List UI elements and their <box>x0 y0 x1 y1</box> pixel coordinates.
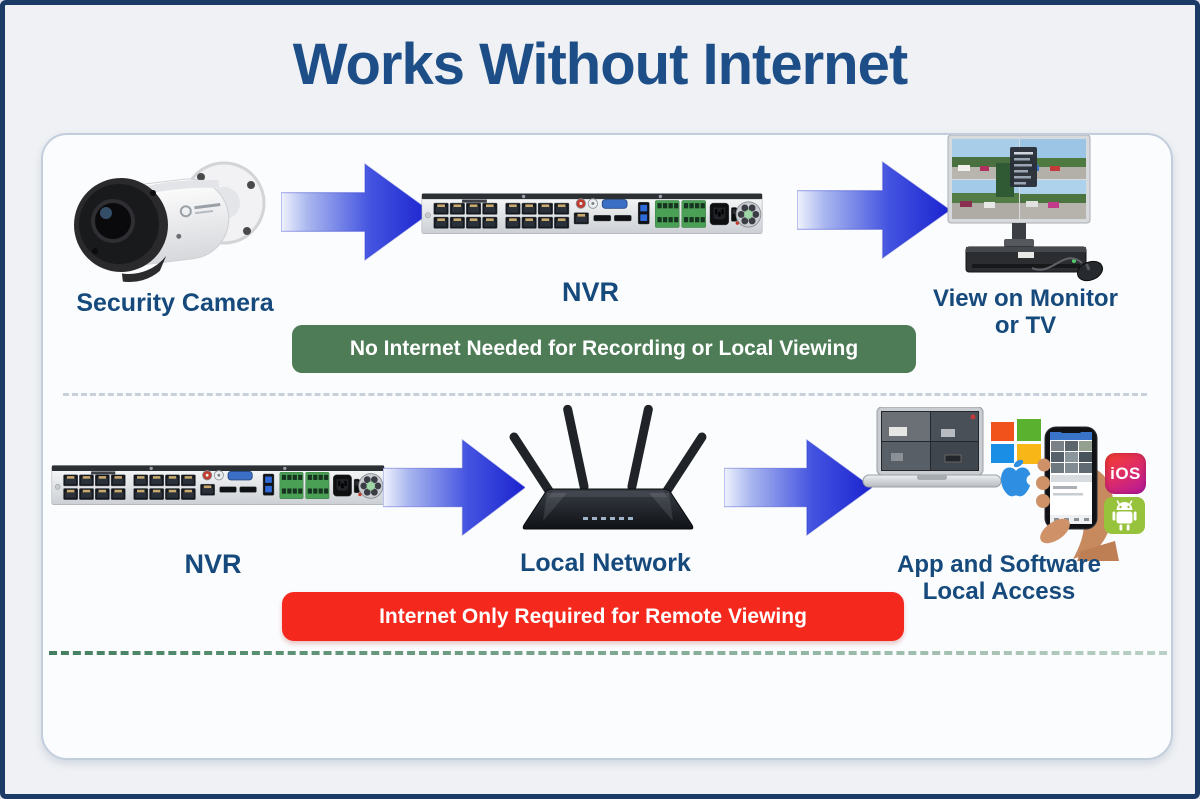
arrow-right-icon <box>281 163 431 261</box>
nvr-label-row2: NVR <box>184 549 242 579</box>
nvr-rear-panel-image <box>421 190 763 238</box>
arrow-right-icon <box>724 439 872 536</box>
no-internet-banner: No Internet Needed for Recording or Loca… <box>292 325 916 373</box>
windows-logo-icon <box>991 419 1041 464</box>
app-access-label: App and Software Local Access <box>873 551 1125 606</box>
android-badge-icon <box>1104 497 1145 534</box>
laptop-image <box>862 407 1002 488</box>
phone-in-hand-image <box>1036 426 1119 561</box>
app-access-label-line1: App and Software <box>896 551 1101 578</box>
router-image <box>509 404 707 530</box>
monitor-label-line2: or TV <box>994 312 1057 340</box>
arrow-right-icon <box>797 161 950 259</box>
monitor-label-line1: View on Monitor <box>933 285 1118 312</box>
ios-badge-icon: iOS <box>1105 453 1146 494</box>
app-access-label-line2: Local Access <box>922 578 1076 606</box>
apple-logo-icon <box>1000 459 1035 497</box>
bottom-divider-dashed <box>49 651 1167 655</box>
row-divider-dashed <box>63 393 1147 396</box>
page-title: Works Without Internet <box>292 32 908 97</box>
router-label: Local Network <box>520 549 691 577</box>
ios-badge-label: iOS <box>1110 463 1141 483</box>
monitor-tv-image <box>947 135 1104 282</box>
security-camera-image <box>74 161 266 282</box>
remote-viewing-banner: Internet Only Required for Remote Viewin… <box>282 592 904 641</box>
camera-label: Security Camera <box>76 289 274 317</box>
nvr-rear-panel-image <box>51 462 385 509</box>
nvr-label-row1: NVR <box>561 277 619 307</box>
monitor-label: View on Monitor or TV <box>903 285 1148 340</box>
